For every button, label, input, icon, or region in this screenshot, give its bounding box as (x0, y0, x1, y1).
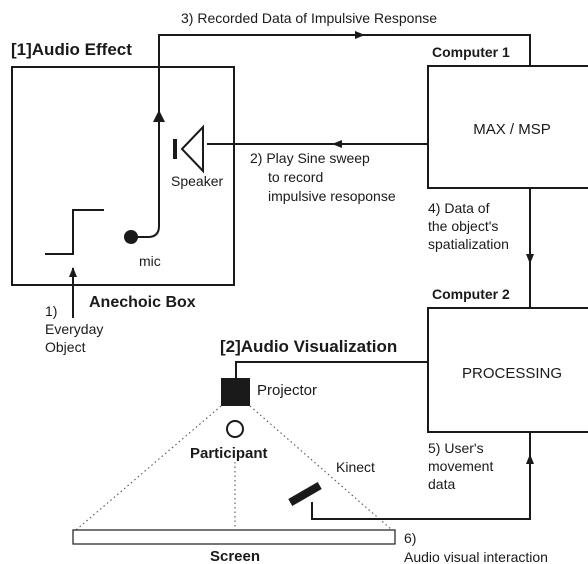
anechoic-box-label: Anechoic Box (89, 294, 196, 311)
projector-icon (221, 378, 250, 406)
screen-label: Screen (210, 548, 260, 564)
step5-label: 5) User's movement data (428, 440, 497, 492)
speaker-label: Speaker (171, 173, 223, 189)
speaker-icon (180, 124, 204, 174)
kinect-icon (288, 482, 322, 506)
step1-label: 1) Everyday Object (45, 303, 107, 355)
speaker-base-icon (173, 139, 177, 159)
step5-line (311, 432, 531, 520)
mic-cable (131, 110, 160, 238)
participant-icon (226, 420, 244, 438)
participant-label: Participant (190, 445, 268, 462)
computer2-box (427, 307, 588, 433)
computer1-label: Computer 1 (432, 44, 510, 60)
computer2-software: PROCESSING (462, 365, 562, 382)
kinect-label: Kinect (336, 459, 375, 475)
mic-cable-arrowhead-icon (153, 110, 165, 122)
anechoic-box (11, 66, 235, 286)
mic-label: mic (139, 253, 161, 269)
everyday-object-shape (45, 209, 104, 255)
computer1-box (427, 65, 588, 189)
computer2-label: Computer 2 (432, 286, 510, 302)
audio-visualization-title: [2]Audio Visualization (220, 337, 397, 356)
projector-label: Projector (257, 382, 317, 399)
projection-line-left (75, 405, 222, 531)
step4-label: 4) Data of the object's spatialization (428, 200, 509, 252)
audio-effect-title: [1]Audio Effect (11, 40, 132, 59)
step3-label: 3) Recorded Data of Impulsive Response (181, 10, 437, 26)
step2-label: 2) Play Sine sweep to record impulsive r… (250, 150, 396, 204)
projector-cable (235, 361, 428, 378)
computer1-software: MAX / MSP (473, 121, 551, 138)
step6-label: 6) Audio visual interaction (404, 530, 548, 564)
screen (72, 529, 396, 545)
